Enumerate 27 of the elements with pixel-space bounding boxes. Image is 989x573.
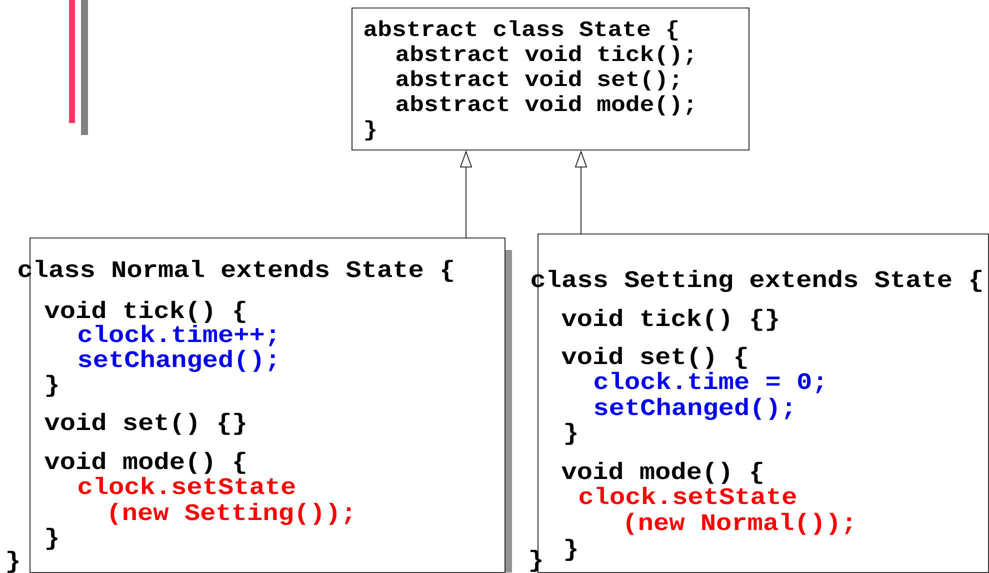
code-line: void mode() { xyxy=(562,462,762,484)
code-line: } xyxy=(8,550,18,573)
code-line: } xyxy=(46,374,58,397)
code-line: clock.time = 0; xyxy=(594,372,822,394)
code-line: void tick() { xyxy=(44,300,246,323)
code-line: clock.setState xyxy=(580,486,796,504)
code-line: void tick() {} xyxy=(562,308,778,331)
code-line: } xyxy=(566,538,576,561)
code-line: (new Setting()); xyxy=(110,502,352,525)
code-line: void set() {} xyxy=(44,412,246,435)
code-line: setChanged(); xyxy=(594,398,792,420)
code-line: clock.time++; xyxy=(78,324,276,346)
code-line: clock.setState xyxy=(78,476,295,494)
code-line: abstract class State { xyxy=(364,20,678,41)
code-line: void mode() { xyxy=(44,452,246,474)
class-box xyxy=(530,234,989,573)
code-line: } xyxy=(566,422,576,445)
code-line: setChanged(); xyxy=(78,350,276,372)
code-line: } xyxy=(46,528,58,550)
class-box xyxy=(352,8,750,150)
class-box xyxy=(8,238,506,573)
code-line: void set() { xyxy=(562,346,747,369)
code-line: abstract void set(); xyxy=(396,70,678,91)
code-line: (new Normal()); xyxy=(626,512,852,535)
code-line: abstract void mode(); xyxy=(396,95,692,116)
code-line: abstract void tick(); xyxy=(396,45,692,66)
code-line: } xyxy=(365,120,376,141)
